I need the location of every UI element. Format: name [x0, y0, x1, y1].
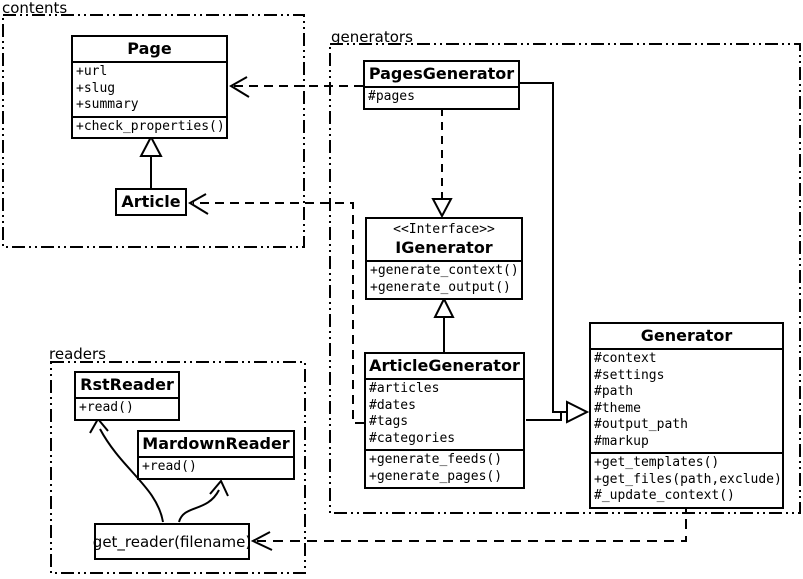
inheritance-articlegenerator-to-igenerator-triangle [433, 296, 455, 318]
class-rstreader-title: RstReader [80, 375, 174, 394]
inheritance-article-to-page-triangle [139, 134, 163, 157]
package-label-generators: generators [331, 28, 413, 46]
attribute: +slug [76, 80, 116, 96]
attribute: +url [76, 64, 108, 79]
class-generator-attributes: #context #settings #path #theme #output_… [591, 348, 782, 452]
class-generator-methods: +get_templates() +get_files(path,exclude… [591, 452, 782, 507]
interface-igenerator: <<Interface>> IGenerator +generate_conte… [365, 217, 523, 300]
class-generator-title: Generator [640, 326, 733, 345]
interface-igenerator-methods: +generate_context() +generate_output() [367, 260, 521, 298]
class-articlegenerator-attributes: #articles #dates #tags #categories [366, 378, 523, 449]
association-getreader-to-mardownreader-curve [178, 489, 220, 523]
method: +read() [79, 400, 134, 415]
attribute: #dates [369, 397, 416, 413]
method: +generate_feeds() [369, 452, 503, 467]
class-pagesgenerator-title: PagesGenerator [368, 64, 515, 83]
realization-pagesgenerator-to-igenerator-triangle [431, 198, 453, 219]
class-generator: Generator #context #settings #path #them… [589, 322, 784, 509]
inheritance-pagesgenerator-to-generator-line [520, 82, 566, 413]
dependency-generator-to-getreader-line [257, 502, 687, 542]
dependency-generator-to-getreader-arrowhead [250, 531, 273, 551]
dependency-articlegenerator-to-article-line [193, 202, 364, 424]
package-border-readers [50, 361, 306, 574]
class-pagesgenerator-attributes: #pages [365, 86, 518, 108]
attribute: #theme [594, 400, 641, 416]
attribute: #markup [594, 433, 649, 449]
class-rstreader: RstReader +read() [74, 371, 180, 421]
class-pagesgenerator: PagesGenerator #pages [363, 60, 520, 110]
node-getreader-label: get_reader(filename) [92, 532, 252, 551]
dependency-pagesgenerator-to-page-arrowhead [229, 76, 250, 98]
attribute: +summary [76, 97, 139, 112]
method: +check_properties() [76, 118, 225, 134]
class-articlegenerator-methods: +generate_feeds() +generate_pages() [366, 449, 523, 487]
association-getreader-to-mardownreader-arrowhead [209, 479, 229, 497]
node-getreader: get_reader(filename) [92, 523, 252, 560]
method: +generate_pages() [369, 468, 503, 484]
method: +get_templates() [594, 455, 720, 470]
attribute: #path [594, 384, 634, 399]
class-mardownreader: MardownReader +read() [137, 430, 295, 480]
class-page: Page +url +slug +summary +check_properti… [71, 35, 228, 139]
class-articlegenerator: ArticleGenerator #articles #dates #tags … [364, 352, 525, 489]
inheritance-articlegenerator-to-generator-line [526, 411, 566, 421]
method: +generate_context() [370, 263, 519, 278]
attribute: #articles [369, 381, 440, 396]
method: #_update_context() [594, 488, 735, 503]
package-label-contents: contents [2, 0, 68, 17]
attribute: #context [594, 351, 657, 366]
class-rstreader-methods: +read() [76, 397, 178, 419]
class-page-title: Page [127, 39, 172, 58]
attribute: #settings [594, 367, 665, 383]
class-page-methods: +check_properties() [73, 115, 226, 138]
class-article-title: Article [121, 192, 181, 211]
association-getreader-to-rstreader-arrowhead [89, 417, 109, 434]
interface-stereotype: <<Interface>> [393, 222, 495, 237]
class-article: Article [115, 188, 187, 216]
class-articlegenerator-title: ArticleGenerator [369, 356, 520, 375]
method: +generate_output() [370, 279, 511, 295]
interface-igenerator-title: IGenerator [395, 238, 493, 257]
attribute: #pages [368, 89, 415, 104]
package-border-generators [329, 43, 801, 514]
class-mardownreader-title: MardownReader [142, 434, 290, 453]
package-border-contents [2, 14, 305, 248]
class-mardownreader-methods: +read() [139, 456, 293, 478]
attribute: #output_path [594, 417, 688, 432]
inheritance-to-generator-triangle [566, 400, 590, 424]
attribute: #tags [369, 414, 409, 429]
class-page-attributes: +url +slug +summary [73, 61, 226, 116]
method: +read() [142, 459, 197, 474]
package-label-readers: readers [49, 345, 106, 363]
method: +get_files(path,exclude) [594, 471, 782, 487]
attribute: #categories [369, 430, 456, 446]
dependency-articlegenerator-to-article-arrowhead [188, 193, 209, 215]
